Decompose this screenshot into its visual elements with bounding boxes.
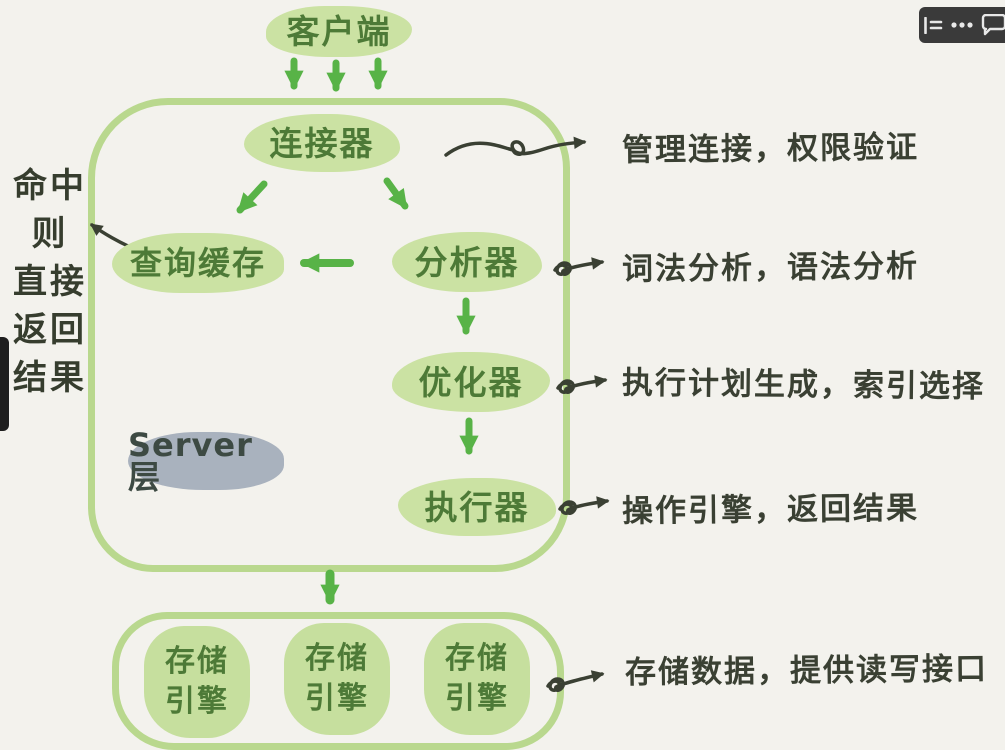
storage-engine-label: 引擎	[165, 684, 229, 719]
side-note-line: 结果	[13, 358, 87, 398]
annotation-optimizer: 执行计划生成，索引选择	[621, 365, 986, 405]
side-panel-edge	[0, 337, 9, 431]
storage-engine-label: 引擎	[305, 681, 369, 716]
more-options-icon[interactable]	[947, 7, 977, 43]
side-note-line: 则	[31, 214, 69, 254]
node-storage-engine: 存储 引擎	[144, 626, 250, 738]
node-optimizer: 优化器	[392, 352, 550, 412]
outline-icon[interactable]	[919, 7, 947, 43]
node-analyzer: 分析器	[392, 232, 542, 292]
node-connector: 连接器	[244, 114, 400, 172]
side-note-cache-hit: 命中 则 直接 返回 结果	[4, 162, 96, 402]
annotation-connector: 管理连接，权限验证	[621, 129, 920, 169]
annotation-analyzer: 词法分析，语法分析	[621, 248, 920, 288]
storage-engine-label: 存储	[305, 640, 369, 676]
comment-icon[interactable]	[977, 7, 1005, 43]
node-client: 客户端	[266, 6, 412, 57]
server-layer-label: Server层	[128, 429, 284, 493]
side-note-line: 命中	[13, 166, 87, 206]
node-storage-engine: 存储 引擎	[284, 623, 390, 735]
node-query-cache: 查询缓存	[112, 233, 284, 293]
viewer-toolbar	[919, 7, 1005, 43]
storage-engine-label: 存储	[445, 640, 509, 676]
annotation-executor: 操作引擎，返回结果	[621, 490, 920, 530]
node-executor: 执行器	[398, 478, 556, 536]
storage-engine-label: 引擎	[445, 681, 509, 716]
side-note-line: 返回	[13, 310, 87, 350]
server-layer-frame	[88, 98, 570, 572]
annotation-storage: 存储数据，提供读写接口	[624, 651, 989, 691]
node-storage-engine: 存储 引擎	[424, 623, 530, 735]
side-note-line: 直接	[13, 262, 87, 302]
storage-engine-label: 存储	[165, 643, 229, 679]
